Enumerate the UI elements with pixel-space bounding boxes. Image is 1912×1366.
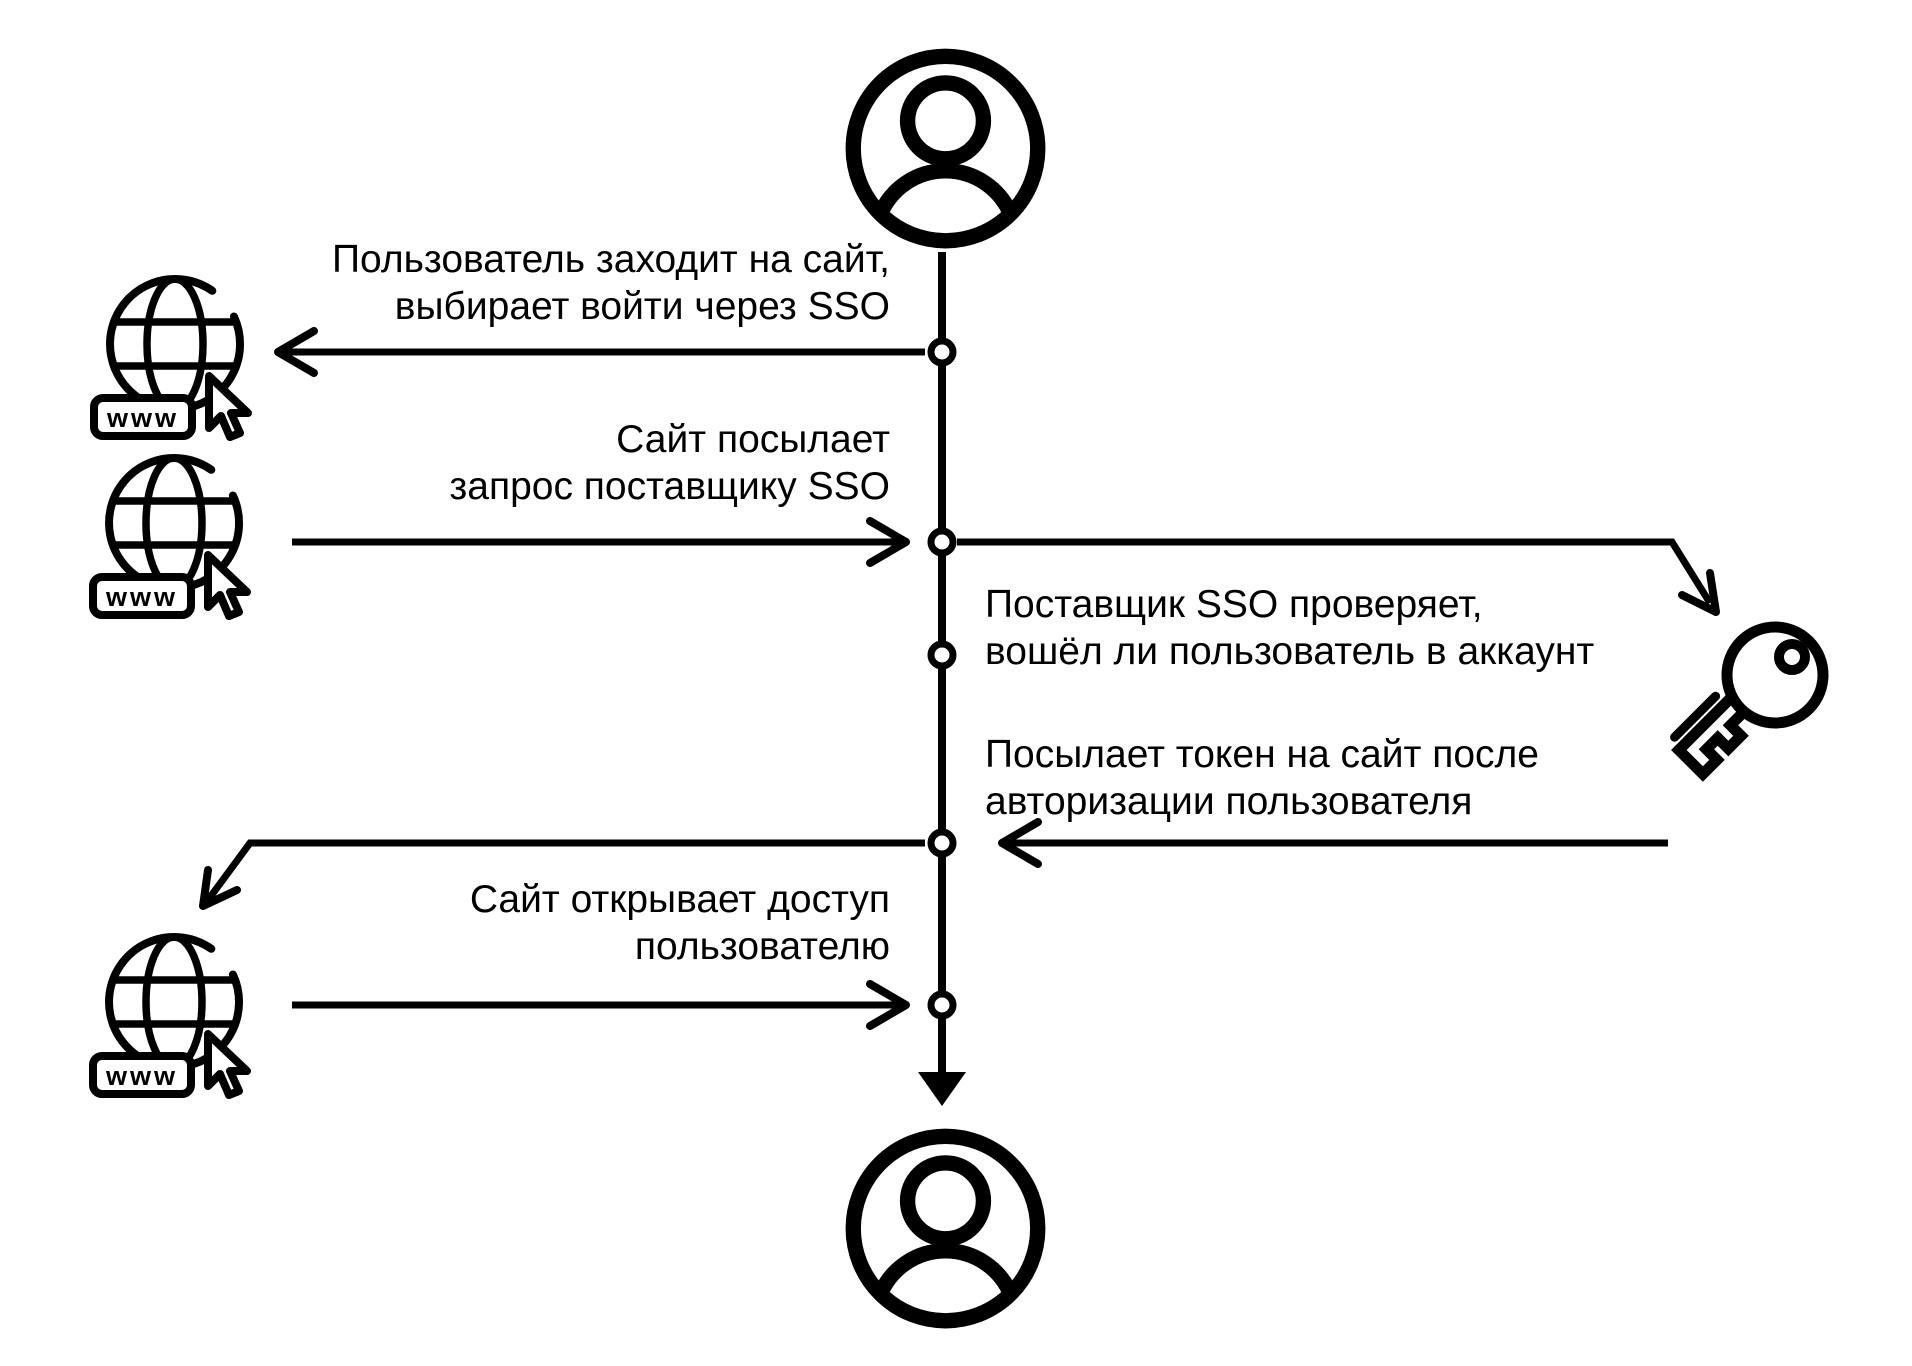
step-4-label: Посылает токен на сайт после авторизации… [985,731,1539,825]
timeline-node-4 [927,828,957,858]
timeline-node-3 [927,640,957,670]
arrow-website-grant-access [292,980,910,1030]
step-2-label: Сайт посылает запрос поставщику SSO [449,416,890,510]
arrow-timeline-to-sso-provider [957,538,1720,616]
step-3-label: Поставщик SSO проверяет, вошёл ли пользо… [985,581,1594,675]
step-4-line-1: Посылает токен на сайт после [985,733,1539,776]
timeline-node-1 [927,337,957,367]
website-icon [93,937,247,1095]
arrow-sso-provider-to-timeline [998,818,1668,868]
arrow-website-to-timeline [292,517,910,567]
step-2-line-1: Сайт посылает [616,418,890,461]
arrowhead-down-left [199,866,241,910]
timeline-nodes [927,337,957,1020]
timeline-node-5 [927,990,957,1020]
step-2-line-2: запрос поставщику SSO [449,465,890,508]
step-1-label: Пользователь заходит на сайт, выбирает в… [332,236,890,330]
step-1-line-2: выбирает войти через SSO [394,285,890,328]
arrowhead-right [866,980,910,1030]
user-icon [853,1136,1038,1321]
timeline-node-2 [927,527,957,557]
arrowhead-down-right [1678,569,1720,616]
arrow-user-to-website [274,327,925,377]
step-5-line-2: пользователю [634,925,890,968]
step-5-label: Сайт открывает доступ пользователю [470,876,890,970]
user-icon [853,56,1038,241]
step-4-line-2: авторизации пользователя [985,780,1473,823]
website-icon [94,279,248,437]
arrow-timeline-to-user-return [199,839,925,910]
key-icon [1670,627,1823,774]
step-1-line-1: Пользователь заходит на сайт, [331,238,890,281]
step-5-line-1: Сайт открывает доступ [469,878,890,921]
arrowhead-right [866,517,910,567]
timeline-end-arrowhead [918,1072,966,1106]
arrowhead-left [998,818,1042,868]
timeline [918,252,966,1106]
step-3-line-2: вошёл ли пользователь в аккаунт [985,630,1595,673]
step-3-line-1: Поставщик SSO проверяет, [985,583,1483,626]
arrowhead-left [274,327,318,377]
website-icon [93,458,247,616]
